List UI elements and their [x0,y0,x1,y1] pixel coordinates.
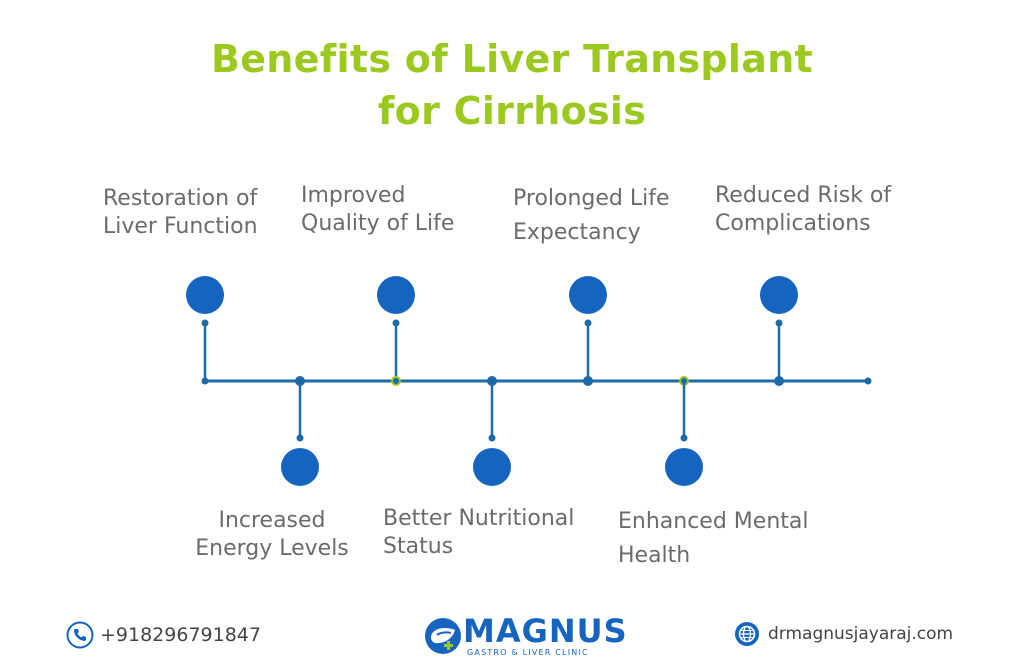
node-reduced-risk [760,276,798,386]
label-line: Enhanced Mental [618,509,809,534]
label-restoration: Restoration of Liver Function [103,185,258,241]
node-quality-of-life [377,276,415,386]
label-quality-of-life: Improved Quality of Life [301,182,454,238]
title-line-2: for Cirrhosis [377,89,647,133]
node-restoration [186,276,224,381]
node-nutritional-status [473,376,511,486]
node-mental-health [665,376,703,486]
label-line: Liver Function [103,214,258,239]
label-line: Status [383,534,454,559]
node-life-expectancy [569,276,607,386]
label-line: Quality of Life [301,211,455,236]
label-line: Complications [715,211,871,236]
logo-tagline: GASTRO & LIVER CLINIC [467,648,589,657]
magnus-logo: MAGNUS GASTRO & LIVER CLINIC [423,612,627,662]
phone-icon [66,621,94,649]
globe-icon [735,622,759,646]
label-energy-levels: Increased Energy Levels [188,507,356,563]
website-url: drmagnusjayaraj.com [768,624,954,644]
liver-logo-icon [425,618,461,654]
node-energy-levels [281,376,319,486]
label-line: Better Nutritional [383,506,575,531]
title-line-1: Benefits of Liver Transplant [210,37,814,81]
label-mental-health: Enhanced Mental Health [618,505,808,573]
label-life-expectancy: Prolonged Life Expectancy [513,182,670,250]
node-circle [760,276,798,314]
label-reduced-risk: Reduced Risk of Complications [715,182,891,238]
phone-number: +918296791847 [100,624,261,646]
label-nutritional-status: Better Nutritional Status [383,505,574,561]
node-circle [569,276,607,314]
label-line: Increased [218,508,326,533]
node-circle [186,276,224,314]
node-circle [377,276,415,314]
logo-name: MAGNUS [463,612,628,650]
label-line: Reduced Risk of [715,183,892,208]
footer-phone[interactable]: +918296791847 [66,621,261,649]
label-line: Restoration of [103,186,258,211]
footer-website[interactable]: drmagnusjayaraj.com [734,621,953,647]
label-line: Improved [301,183,406,208]
node-circle [473,448,511,486]
label-line: Prolonged Life [513,186,670,211]
label-line: Health [618,543,691,568]
node-circle [665,448,703,486]
node-circle [281,448,319,486]
label-line: Energy Levels [195,536,349,561]
timeline-end-dot [864,377,872,385]
label-line: Expectancy [513,220,641,245]
